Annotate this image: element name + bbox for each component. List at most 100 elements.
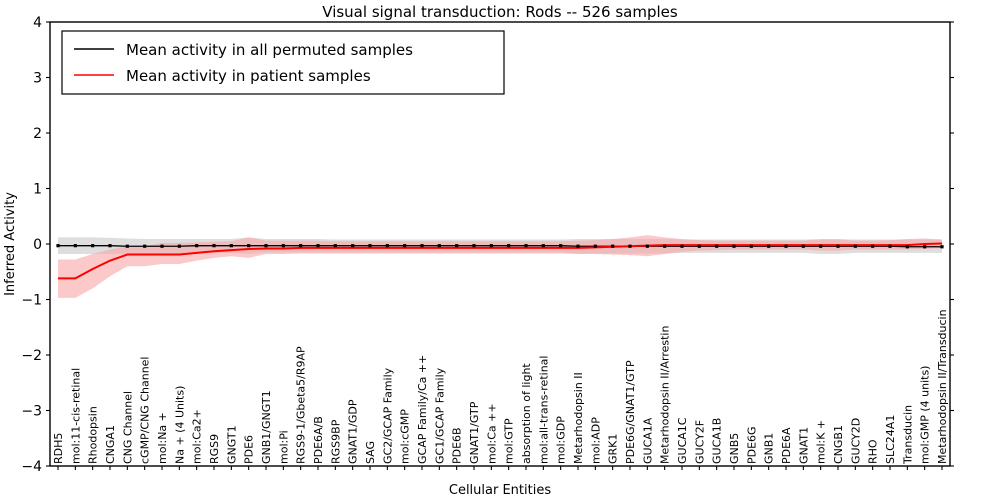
x-tick-label: cGMP/CNG Channel [139, 357, 152, 465]
data-point-marker [628, 244, 632, 248]
x-tick-label: GRK1 [607, 434, 620, 464]
data-point-marker [697, 244, 701, 248]
x-tick-label: PDE6G [745, 426, 758, 464]
series-lines-layer [58, 242, 943, 280]
data-point-marker [524, 244, 528, 248]
y-tick-label: 4 [33, 15, 42, 31]
y-axis-title: Inferred Activity [3, 192, 18, 296]
x-tick-label: GCAP Family/Ca ++ [416, 355, 429, 464]
x-tick-label: PDE6A [780, 427, 793, 464]
x-tick-label: mol:GMP (4 units) [919, 366, 932, 464]
data-point-marker [177, 244, 181, 248]
x-tick-label: mol:Ca ++ [485, 403, 498, 464]
data-point-marker [420, 244, 424, 248]
data-point-marker [784, 244, 788, 248]
x-tick-label: GNB5 [728, 433, 741, 464]
legend-label-0: Mean activity in all permuted samples [126, 41, 413, 59]
data-point-marker [125, 244, 129, 248]
data-point-marker [143, 244, 147, 248]
data-point-marker [281, 244, 285, 248]
y-tick-label: −3 [21, 404, 42, 420]
data-point-marker [853, 244, 857, 248]
data-point-marker [56, 244, 60, 248]
x-tick-label: mol:Na + [156, 412, 169, 464]
data-point-marker [212, 244, 216, 248]
x-tick-label: GUCA1A [641, 417, 654, 464]
x-tick-label: mol:GTP [503, 418, 516, 464]
x-tick-label: mol:Pi [277, 430, 290, 464]
x-tick-label: mol:K + [815, 420, 828, 464]
x-tick-label: RGS9-1/Gbeta5/R9AP [295, 346, 308, 464]
data-point-marker [715, 244, 719, 248]
x-axis-title: Cellular Entities [449, 483, 551, 498]
data-point-marker [333, 244, 337, 248]
x-tick-label: GNAT1/GDP [347, 399, 360, 464]
x-tick-label: RGS9 [208, 434, 221, 464]
data-point-marker [749, 244, 753, 248]
y-tick-label: 1 [33, 182, 42, 198]
x-tick-label: CNGA1 [104, 425, 117, 464]
x-tick-label: PDE6A/B [312, 416, 325, 464]
data-point-marker [801, 244, 805, 248]
data-point-marker [836, 244, 840, 248]
x-tick-label: GNGT1 [225, 425, 238, 464]
series-line-patient [58, 242, 943, 280]
y-tick-label: 3 [33, 71, 42, 87]
x-tick-label: Transducin [901, 405, 914, 465]
data-point-marker [247, 244, 251, 248]
x-tick-label: RDH5 [52, 433, 65, 464]
y-tick-label: 2 [33, 126, 42, 142]
x-tick-label: mol:cGMP [399, 409, 412, 464]
x-tick-label: GUCY2D [849, 418, 862, 464]
data-point-marker [940, 245, 944, 249]
y-tick-label: −1 [21, 293, 42, 309]
y-tick-label: 0 [33, 237, 42, 253]
data-point-marker [732, 244, 736, 248]
data-point-marker [541, 244, 545, 248]
x-tick-label: PDE6 [243, 435, 256, 464]
x-tick-label: Rhodopsin [87, 406, 100, 464]
data-point-marker [351, 244, 355, 248]
data-point-marker [923, 245, 927, 249]
data-point-marker [905, 245, 909, 249]
x-tick-label: GNB1 [763, 433, 776, 464]
legend-box [61, 30, 505, 95]
x-tick-label: RGS9BP [329, 419, 342, 464]
data-point-marker [316, 244, 320, 248]
x-tick-label: Metarhodopsin II [572, 372, 585, 464]
x-tick-label: CNGB1 [832, 425, 845, 464]
data-point-marker [160, 244, 164, 248]
x-tick-label: mol:ADP [589, 417, 602, 464]
x-tick-label: GUCA1B [711, 418, 724, 464]
data-point-marker [437, 244, 441, 248]
chart-legend[interactable]: Mean activity in all permuted samplesMea… [61, 30, 505, 95]
data-point-marker [576, 244, 580, 248]
x-tick-label: GNB1/GNGT1 [260, 390, 273, 464]
data-point-marker [455, 244, 459, 248]
x-tick-label: SLC24A1 [884, 415, 897, 464]
x-tick-label: mol:11-cis-retinal [69, 368, 82, 464]
data-point-marker [663, 244, 667, 248]
chart-title: Visual signal transduction: Rods -- 526 … [322, 3, 678, 21]
data-point-marker [611, 244, 615, 248]
data-point-marker [767, 244, 771, 248]
x-tick-label: PDE6G/GNAT1/GTP [624, 360, 637, 464]
data-point-marker [91, 244, 95, 248]
data-point-marker [299, 244, 303, 248]
data-point-marker [403, 244, 407, 248]
data-point-marker [108, 244, 112, 248]
x-tick-label: PDE6B [451, 427, 464, 464]
x-tick-label: GNAT1 [797, 427, 810, 464]
y-tick-label: −4 [21, 459, 42, 475]
x-tick-label: Metarhodopsin II/Transducin [936, 309, 949, 464]
data-point-marker [229, 244, 233, 248]
data-point-marker [593, 244, 597, 248]
x-tick-label: RHO [867, 439, 880, 464]
x-tick-label: Metarhodopsin II/Arrestin [659, 326, 672, 464]
x-tick-label: GC2/GCAP Family [381, 367, 394, 464]
data-point-marker [680, 244, 684, 248]
x-tick-label: mol:GDP [555, 416, 568, 464]
